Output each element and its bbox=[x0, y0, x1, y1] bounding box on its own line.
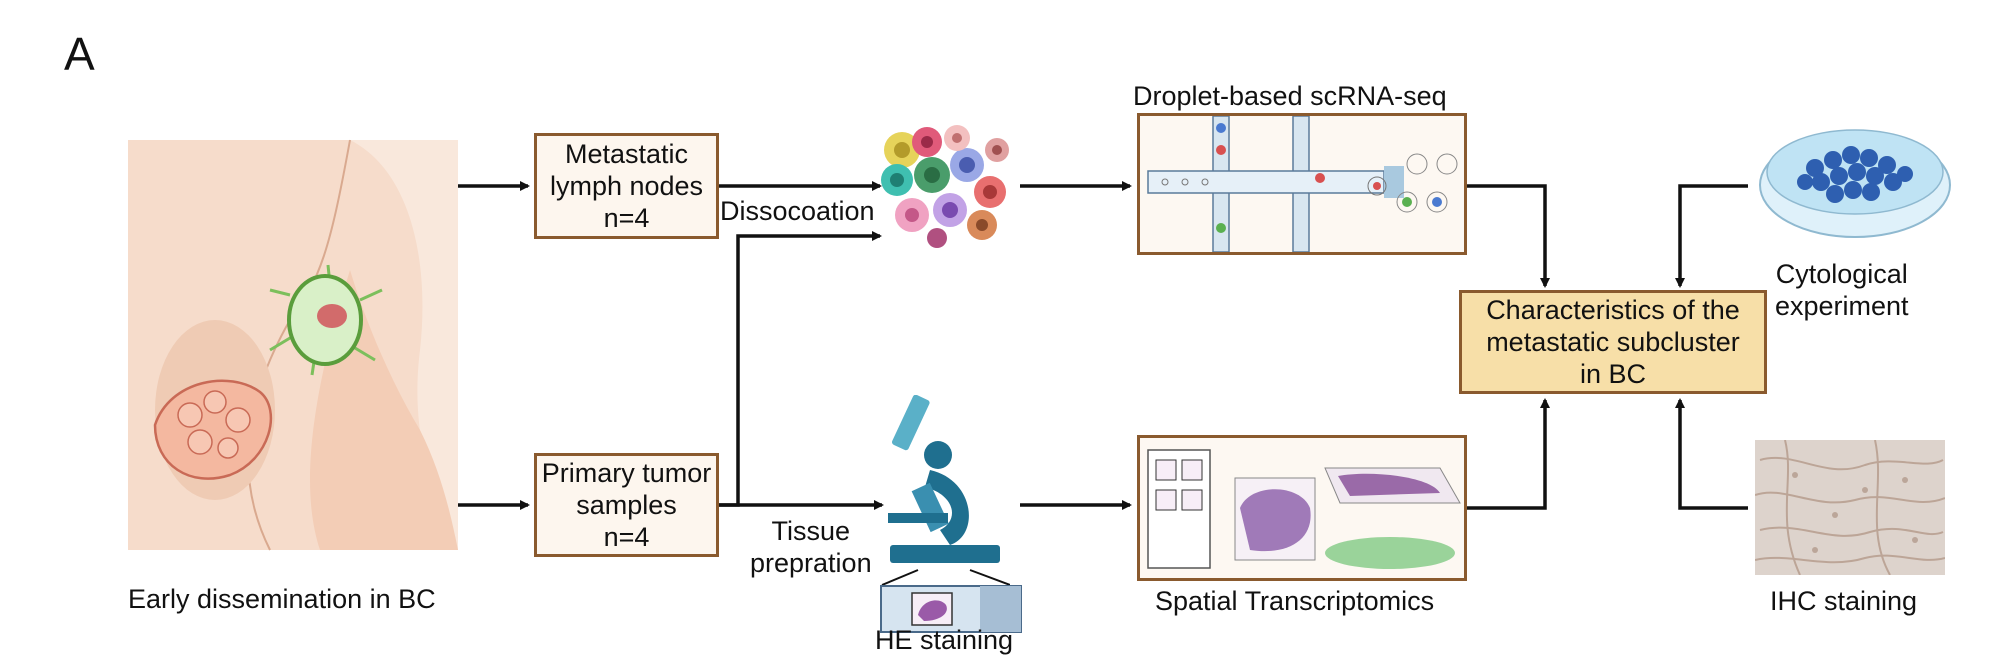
lymph-node-icon bbox=[269, 264, 383, 376]
arrow-primary-to-cells bbox=[719, 231, 882, 507]
early-dissemination-label: Early dissemination in BC bbox=[128, 584, 436, 614]
body-illustration bbox=[128, 139, 458, 551]
ihc-label: IHC staining bbox=[1770, 586, 1918, 616]
arrow-droplet-to-characteristics bbox=[1467, 184, 1550, 288]
arrow-ihc-to-characteristics bbox=[1675, 398, 1748, 510]
microfluidic-chip-illustration bbox=[1147, 116, 1458, 252]
lymph-line-3: n=4 bbox=[603, 203, 650, 233]
cytological-label: Cytological experiment bbox=[1775, 259, 1909, 321]
characteristics-box: Characteristics of the metastatic subclu… bbox=[1459, 290, 1767, 394]
primary-line-3: n=4 bbox=[603, 522, 650, 552]
primary-line-2: samples bbox=[576, 490, 677, 520]
spatial-title: Spatial Transcriptomics bbox=[1155, 586, 1435, 616]
microscope-icon bbox=[881, 395, 1010, 586]
lymph-line-1: Metastatic bbox=[564, 139, 689, 169]
primary-tumor-box: Primary tumor samples n=4 bbox=[534, 453, 719, 557]
dissociated-cells-illustration bbox=[881, 125, 1009, 248]
lymph-nodes-box: Metastatic lymph nodes n=4 bbox=[534, 133, 719, 239]
petri-dish-icon bbox=[1759, 129, 1951, 238]
lymph-line-2: lymph nodes bbox=[549, 171, 704, 201]
droplet-panel bbox=[1137, 113, 1467, 255]
primary-line-1: Primary tumor bbox=[541, 458, 712, 488]
characteristics-line-2: metastatic subcluster bbox=[1486, 327, 1740, 357]
ihc-image bbox=[1755, 440, 1945, 575]
arrow-dish-to-characteristics bbox=[1675, 184, 1748, 288]
he-slide-illustration bbox=[880, 585, 1022, 633]
characteristics-line-3: in BC bbox=[1579, 359, 1647, 389]
characteristics-line-1: Characteristics of the bbox=[1486, 295, 1740, 325]
spatial-panel bbox=[1137, 435, 1467, 581]
panel-letter: A bbox=[64, 28, 95, 80]
tissue-preparation-label: Tissue prepration bbox=[750, 516, 872, 578]
spatial-slides-illustration bbox=[1147, 449, 1461, 569]
arrow-spatial-to-characteristics bbox=[1467, 398, 1550, 510]
he-staining-label: HE staining bbox=[875, 625, 1014, 655]
droplet-title: Droplet-based scRNA-seq bbox=[1133, 81, 1447, 111]
dissociation-label: Dissocoation bbox=[720, 195, 875, 227]
